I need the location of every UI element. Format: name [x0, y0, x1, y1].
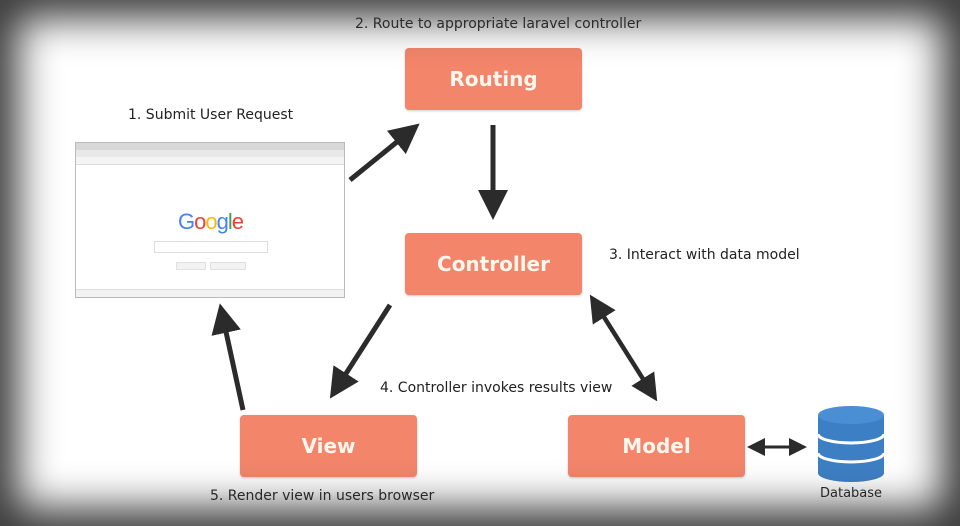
step-3-label: 3. Interact with data model: [609, 247, 800, 263]
browser-screenshot: Google: [75, 142, 345, 298]
view-box: View: [240, 415, 417, 477]
arrow-controller-model: [589, 294, 658, 402]
step-4-label: 4. Controller invokes results view: [380, 380, 613, 396]
arrow-controller-to-view: [329, 303, 393, 399]
browser-footer: [76, 289, 344, 297]
step-5-label: 5. Render view in users browser: [210, 488, 435, 504]
controller-box: Controller: [405, 233, 582, 295]
feeling-lucky-button: [210, 262, 246, 270]
arrow-browser-to-routing: [348, 123, 420, 182]
database-label: Database: [820, 486, 883, 501]
arrow-view-to-browser: [211, 303, 246, 411]
browser-menu-bar: [76, 143, 344, 150]
browser-tab-bar: [76, 150, 344, 157]
step-2-label: 2. Route to appropriate laravel controll…: [355, 16, 642, 32]
google-search-button: [176, 262, 206, 270]
google-search-box: [154, 241, 268, 253]
database-icon: [816, 406, 886, 482]
google-logo: Google: [178, 209, 244, 234]
browser-url-bar: [76, 157, 344, 165]
step-1-label: 1. Submit User Request: [128, 107, 294, 123]
model-box: Model: [568, 415, 745, 477]
routing-box: Routing: [405, 48, 582, 110]
